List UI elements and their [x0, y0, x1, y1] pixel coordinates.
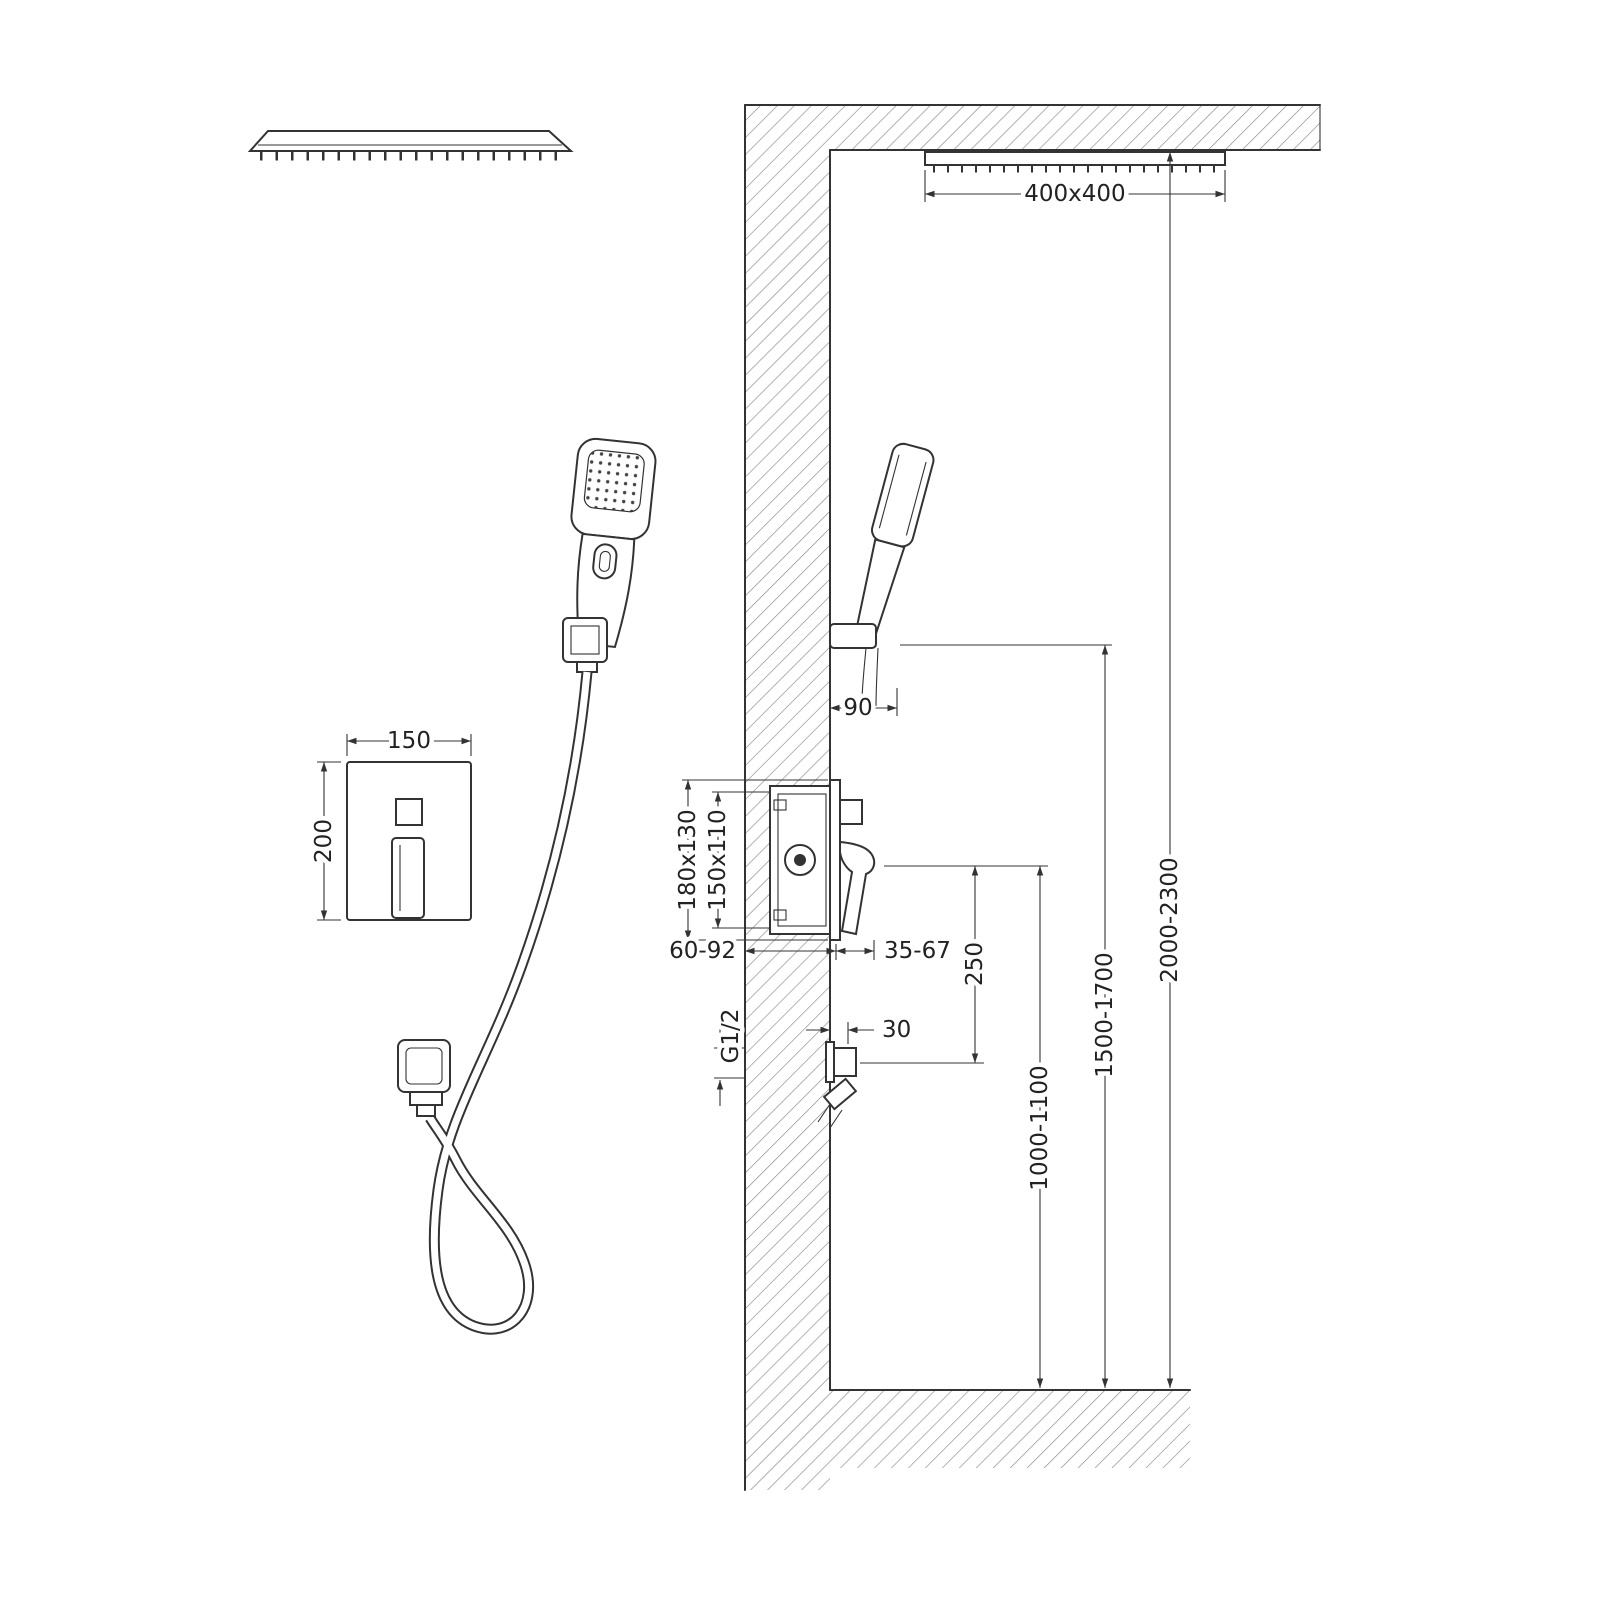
- dim-outlet-offset: 30: [806, 1013, 916, 1048]
- dim-label-thread-size: G1/2: [718, 1009, 744, 1064]
- wall-section: [744, 104, 1321, 1491]
- hand-shower-front: [562, 437, 657, 673]
- dim-label-holder-offset: 90: [843, 695, 872, 721]
- dim-label-head-height: 2000-2300: [1157, 857, 1183, 982]
- dim-label-rough-in-outer: 180x130: [675, 809, 701, 910]
- dim-rough-in-inner: 150x110: [701, 791, 770, 929]
- hand-shower-section: [829, 442, 935, 707]
- rain-shower-head-front: [247, 130, 574, 161]
- dim-thread-size: G1/2: [714, 1004, 749, 1106]
- dim-plate-width: 150: [346, 724, 472, 759]
- hand-shower-holder: [562, 617, 608, 663]
- dim-label-plate-width: 150: [387, 728, 431, 754]
- shower-hose: [425, 671, 593, 1335]
- mixer-front: [346, 761, 472, 921]
- dim-label-outlet-drop: 250: [962, 942, 988, 986]
- dim-rain-head-size: 400x400: [924, 170, 1226, 212]
- dim-head-height: 2000-2300: [1153, 152, 1188, 1388]
- dim-rough-in-outer: 180x130: [671, 779, 828, 941]
- floor-section: [829, 1389, 1191, 1468]
- dim-label-plate-height: 200: [311, 819, 337, 863]
- wall-outlet-front: [397, 1039, 451, 1117]
- spray-face: [583, 449, 645, 513]
- dim-holder-height: 1500-1700: [900, 644, 1123, 1388]
- dim-trim-depth: 35-67: [836, 934, 955, 969]
- dim-outlet-drop: 250: [860, 865, 1048, 1064]
- dim-label-rough-in-depth: 60-92: [669, 938, 736, 964]
- rain-shower-head-section: [924, 151, 1226, 173]
- dim-label-rain-head-size: 400x400: [1024, 181, 1125, 207]
- dim-label-outlet-offset: 30: [882, 1017, 911, 1043]
- valve-axis: [794, 854, 806, 866]
- dim-holder-offset: 90: [830, 688, 898, 726]
- dim-plate-height: 200: [307, 761, 342, 921]
- wall-outlet-section: [817, 1041, 858, 1129]
- dim-label-holder-height: 1500-1700: [1092, 952, 1118, 1077]
- dim-rough-in-depth: 60-92: [665, 934, 837, 969]
- dim-label-mixer-height: 1000-1100: [1027, 1065, 1053, 1190]
- mixer-valve-section: [769, 779, 876, 941]
- dim-label-rough-in-inner: 150x110: [705, 809, 731, 910]
- dim-label-trim-depth: 35-67: [884, 938, 951, 964]
- dim-mixer-height: 1000-1100: [1023, 866, 1058, 1388]
